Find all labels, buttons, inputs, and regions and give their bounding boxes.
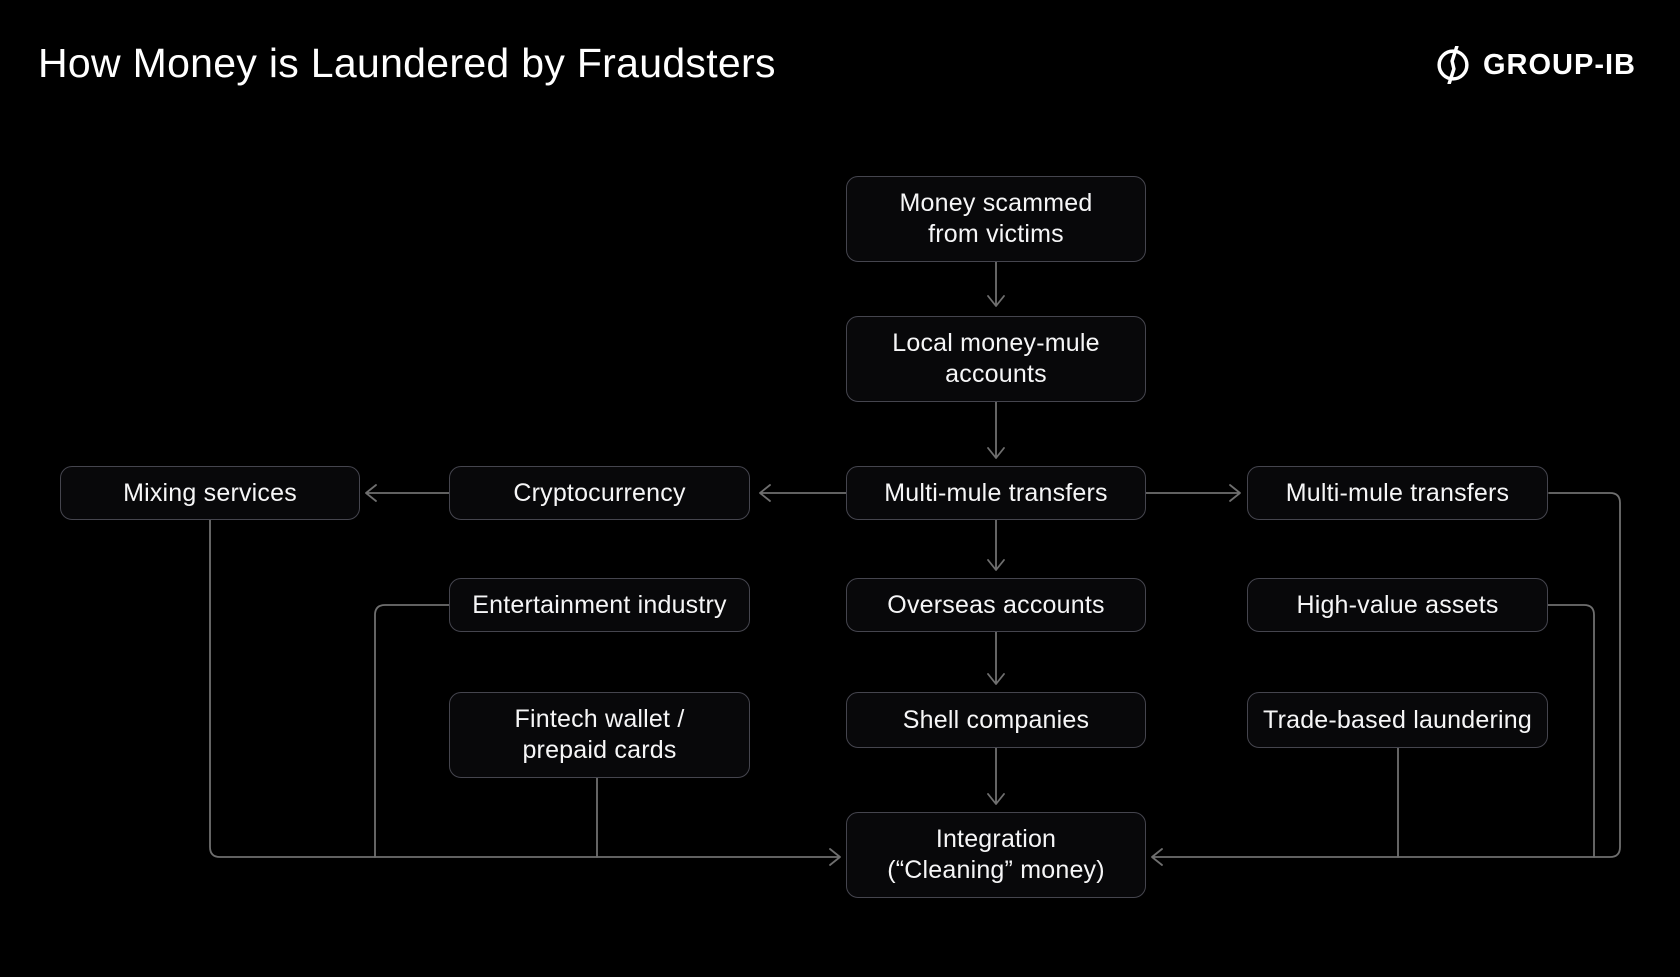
arrow-multimule-to-multimule-right [1145, 484, 1241, 502]
node-integration-cleaning-money: Integration (“Cleaning” money) [846, 812, 1146, 898]
connector-entertainment-to-rail [374, 604, 450, 858]
arrow-local-to-multimule [987, 401, 1005, 459]
arrow-multimule-to-cryptocurrency [759, 484, 847, 502]
node-label: Fintech wallet / prepaid cards [514, 705, 685, 764]
node-label: High-value assets [1296, 590, 1499, 619]
node-label: Mixing services [123, 478, 297, 507]
page-title: How Money is Laundered by Fraudsters [38, 40, 776, 86]
node-mixing-services: Mixing services [60, 466, 360, 520]
arrow-shell-to-integration [987, 747, 1005, 805]
arrow-multimule-to-overseas [987, 519, 1005, 571]
node-fintech-wallet-prepaid-cards: Fintech wallet / prepaid cards [449, 692, 750, 778]
arrow-overseas-to-shell [987, 631, 1005, 685]
node-label: Money scammed from victims [899, 189, 1093, 248]
group-ib-circle-slash-icon [1437, 46, 1469, 84]
node-label: Trade-based laundering [1263, 705, 1532, 734]
node-label: Overseas accounts [887, 590, 1105, 619]
connector-multimule-right-to-integration [1151, 492, 1621, 866]
node-label: Cryptocurrency [513, 478, 686, 507]
node-overseas-accounts: Overseas accounts [846, 578, 1146, 632]
node-local-money-mule-accounts: Local money-mule accounts [846, 316, 1146, 402]
logo-wordmark: GROUP-IB [1483, 48, 1636, 81]
node-shell-companies: Shell companies [846, 692, 1146, 748]
node-high-value-assets: High-value assets [1247, 578, 1548, 632]
node-label: Local money-mule accounts [892, 329, 1100, 388]
node-label: Multi-mule transfers [1285, 478, 1510, 507]
arrow-cryptocurrency-to-mixing [365, 484, 450, 502]
node-multi-mule-transfers-center: Multi-mule transfers [846, 466, 1146, 520]
node-money-scammed: Money scammed from victims [846, 176, 1146, 262]
node-entertainment-industry: Entertainment industry [449, 578, 750, 632]
node-label: Multi-mule transfers [884, 478, 1108, 507]
group-ib-logo: GROUP-IB [1435, 46, 1636, 84]
node-label: Entertainment industry [472, 590, 727, 619]
connector-high-value-to-rail [1547, 604, 1595, 858]
node-cryptocurrency: Cryptocurrency [449, 466, 750, 520]
node-label: Integration (“Cleaning” money) [887, 825, 1105, 884]
node-trade-based-laundering: Trade-based laundering [1247, 692, 1548, 748]
arrow-money-to-local [987, 261, 1005, 307]
node-multi-mule-transfers-right: Multi-mule transfers [1247, 466, 1548, 520]
node-label: Shell companies [902, 705, 1090, 734]
